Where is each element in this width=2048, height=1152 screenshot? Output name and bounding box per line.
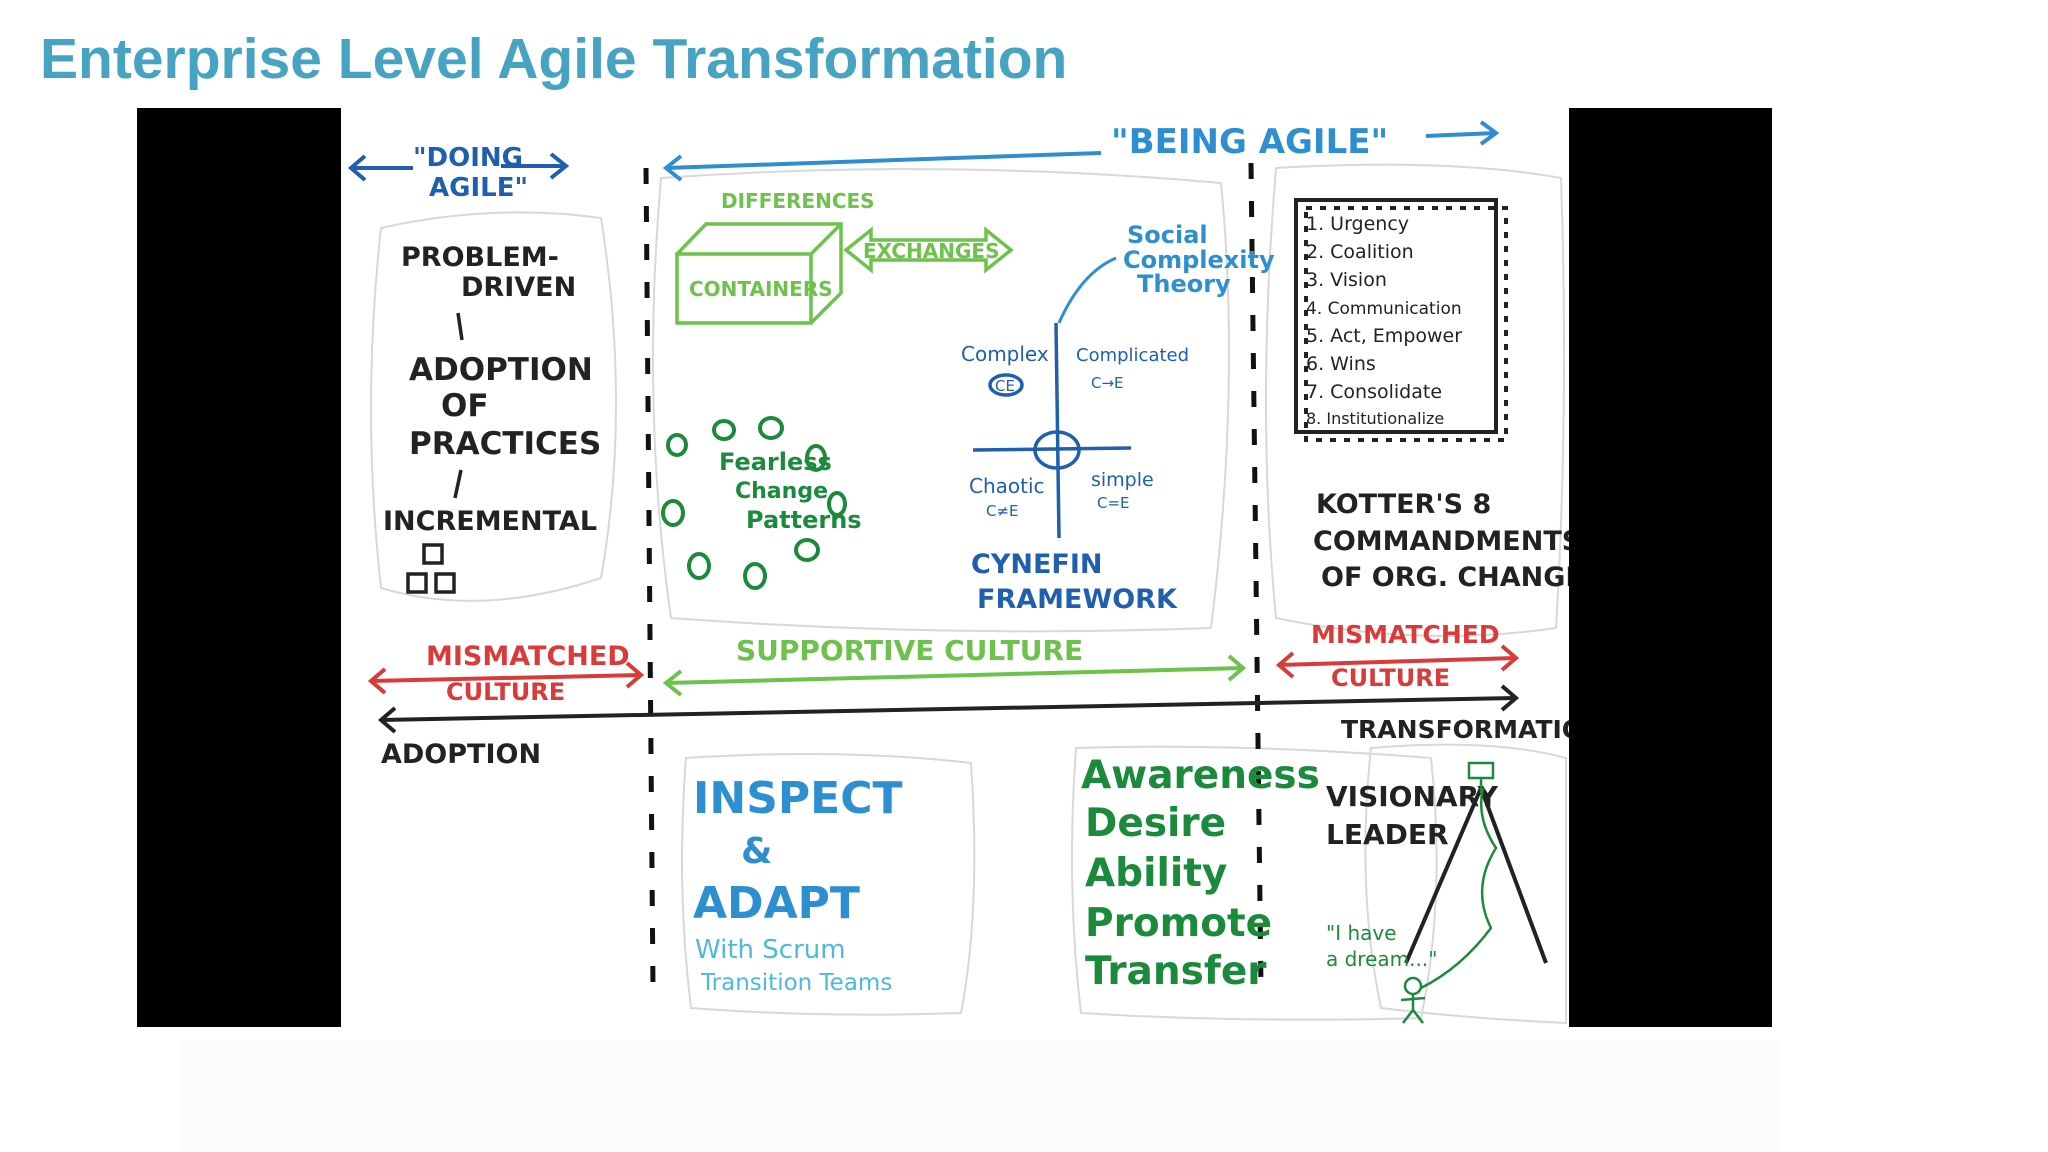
- adkar-desire: Desire: [1085, 801, 1226, 846]
- doing-agile-line2: AGILE": [429, 173, 528, 203]
- fearless-line3: Patterns: [746, 506, 862, 534]
- adkar-awareness: Awareness: [1081, 753, 1320, 798]
- kotter-caption-line3: OF ORG. CHANGE: [1321, 562, 1569, 593]
- adoption-label: ADOPTION: [381, 739, 541, 770]
- adoption-transformation-arrow: [377, 684, 1520, 734]
- kotter-caption: KOTTER'S 8 COMMANDMENTS OF ORG. CHANGE: [1313, 489, 1584, 593]
- fearless-change-text: Fearless Change Patterns: [719, 448, 862, 534]
- cynefin-text: Complex CE Complicated C→E Chaotic C≠E s…: [961, 342, 1189, 615]
- mismatched-right-arrow: [1275, 644, 1520, 679]
- fearless-change-circles: [661, 416, 847, 590]
- whiteboard-svg: "DOING AGILE" "BEING AGILE" PROBLEM- DRI…: [341, 108, 1604, 1027]
- ampersand-label: &: [741, 831, 772, 872]
- visionary-leader-text: VISIONARY LEADER: [1326, 780, 1499, 851]
- kotter-box: [1294, 198, 1508, 442]
- visionary-line1: VISIONARY: [1326, 780, 1499, 813]
- exchanges-label: EXCHANGES: [863, 239, 999, 263]
- kotter-item-1: 1. Urgency: [1306, 213, 1409, 235]
- adapt-label: ADAPT: [693, 878, 860, 929]
- social-line1: Social: [1127, 221, 1208, 249]
- inspect-adapt-text: INSPECT & ADAPT: [693, 773, 903, 929]
- containers-label: CONTAINERS: [689, 277, 833, 301]
- cynefin-title-line2: FRAMEWORK: [977, 584, 1178, 615]
- scrum-teams-text: With Scrum Transition Teams: [695, 935, 892, 996]
- kotter-item-2: 2. Coalition: [1306, 241, 1414, 263]
- inspect-label: INSPECT: [693, 773, 903, 824]
- scrum-line1: With Scrum: [695, 935, 846, 965]
- adkar-ability: Ability: [1085, 851, 1227, 896]
- adkar-list: Awareness Desire Ability Promote Transfe…: [1081, 753, 1320, 994]
- kotter-caption-line2: COMMANDMENTS: [1313, 526, 1569, 557]
- adoption-line1: ADOPTION: [409, 352, 593, 388]
- mismatched-right-line1: MISMATCHED: [1311, 620, 1500, 649]
- kotter-item-5: 5. Act, Empower: [1306, 325, 1462, 347]
- mismatched-right-line2: CULTURE: [1331, 664, 1450, 692]
- dream-line1: "I have: [1326, 921, 1397, 945]
- region-outlines: [370, 163, 1567, 1025]
- being-agile-arrows: [662, 120, 1500, 182]
- kotter-item-3: 3. Vision: [1306, 269, 1387, 291]
- kotter-item-4: 4. Communication: [1306, 299, 1462, 319]
- dream-line2: a dream...": [1326, 947, 1437, 971]
- dream-quote-text: "I have a dream...": [1326, 921, 1437, 971]
- being-agile-label: "BEING AGILE": [1111, 122, 1388, 162]
- mismatched-left-line2: CULTURE: [446, 678, 565, 706]
- cynefin-chaotic: Chaotic: [969, 474, 1045, 498]
- visionary-line2: LEADER: [1326, 818, 1449, 851]
- fearless-line2: Change: [735, 479, 828, 504]
- problem-driven-line2: DRIVEN: [461, 272, 576, 303]
- social-line3: Theory: [1137, 270, 1231, 298]
- problem-driven-line1: PROBLEM-: [401, 242, 559, 273]
- slide-footer-area: [178, 1040, 1778, 1152]
- kotter-item-7: 7. Consolidate: [1306, 381, 1442, 403]
- kotter-list: 1. Urgency 2. Coalition 3. Vision 4. Com…: [1306, 213, 1462, 428]
- adoption-line3: PRACTICES: [409, 426, 601, 462]
- slide-title: Enterprise Level Agile Transformation: [40, 27, 1068, 91]
- differences-label: DIFFERENCES: [721, 189, 875, 213]
- path-to-summit: [1420, 761, 1498, 990]
- transformation-label: TRANSFORMATION: [1341, 715, 1569, 744]
- kotter-item-6: 6. Wins: [1306, 353, 1376, 375]
- cynefin-chaotic-sub: C≠E: [986, 502, 1019, 520]
- adoption-line2: OF: [441, 388, 489, 424]
- problem-driven-text: PROBLEM- DRIVEN ADOPTION OF PRACTICES IN…: [383, 242, 601, 537]
- cynefin-title-line1: CYNEFIN: [971, 549, 1103, 580]
- incremental-label: INCREMENTAL: [383, 506, 597, 537]
- adkar-transfer: Transfer: [1085, 949, 1267, 994]
- cynefin-complicated-sub: C→E: [1091, 374, 1124, 392]
- scrum-line2: Transition Teams: [700, 970, 892, 996]
- doing-agile-arrows: [347, 152, 570, 182]
- kotter-item-8: 8. Institutionalize: [1306, 409, 1444, 428]
- fearless-line1: Fearless: [719, 448, 832, 476]
- supportive-culture-label: SUPPORTIVE CULTURE: [736, 634, 1083, 667]
- cynefin-simple-sub: C=E: [1097, 494, 1130, 512]
- adkar-promote: Promote: [1085, 901, 1272, 946]
- stick-figure-icon: [1400, 976, 1426, 1024]
- divider-right: [1248, 162, 1264, 989]
- whiteboard-drawing: "DOING AGILE" "BEING AGILE" PROBLEM- DRI…: [341, 108, 1604, 1027]
- doing-agile-line1: "DOING: [413, 143, 523, 173]
- social-arrow: [1057, 256, 1117, 324]
- containers-box: [675, 222, 1014, 325]
- cynefin-complex: Complex: [961, 342, 1049, 366]
- incremental-blocks: [406, 312, 464, 594]
- mismatched-left-line1: MISMATCHED: [426, 641, 630, 672]
- supportive-culture-arrow: [662, 654, 1247, 697]
- cynefin-complex-sub: CE: [995, 377, 1015, 395]
- video-frame[interactable]: "DOING AGILE" "BEING AGILE" PROBLEM- DRI…: [137, 108, 1772, 1027]
- social-complexity-text: Social Complexity Theory: [1123, 221, 1275, 298]
- cynefin-complicated: Complicated: [1076, 345, 1189, 366]
- kotter-caption-line1: KOTTER'S 8: [1316, 489, 1491, 520]
- cynefin-diagram: [972, 322, 1132, 539]
- mismatched-left-arrow: [367, 661, 645, 695]
- social-line2: Complexity: [1123, 246, 1275, 274]
- cynefin-simple: simple: [1091, 469, 1154, 491]
